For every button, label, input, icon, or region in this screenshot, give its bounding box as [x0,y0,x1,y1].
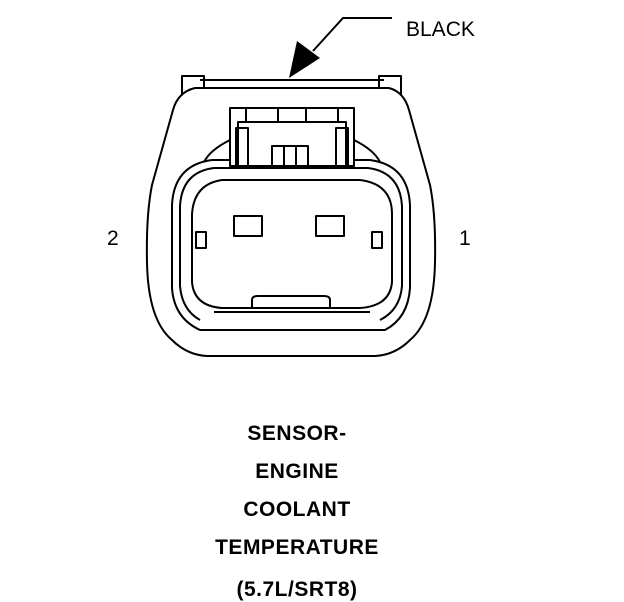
latch-side-right [353,139,381,163]
terminal-cavity-1 [315,215,345,237]
pin-label-1: 1 [459,227,471,250]
caption-line-1: SENSOR- [247,422,347,445]
terminal-cavity-2 [233,215,263,237]
callout-leader-line [312,17,392,52]
connector-housing [145,75,437,357]
caption-line-4: TEMPERATURE [215,536,379,559]
inner-shroud [171,159,411,331]
color-label: BLACK [406,18,475,41]
callout-arrowhead [289,41,320,78]
inner-shroud-edge-left [179,167,215,321]
side-key-right [371,231,383,249]
inner-shroud-edge [214,167,403,321]
latch-window [271,145,309,167]
polarizing-notch [251,295,331,308]
latch-post-right [335,127,349,167]
caption-line-5: (5.7L/SRT8) [236,578,358,601]
mating-face [191,179,393,309]
latch-side-left [203,139,231,163]
pin-label-2: 2 [107,227,119,250]
side-key-left [195,231,207,249]
caption-line-2: ENGINE [255,460,339,483]
caption-line-3: COOLANT [243,498,351,521]
latch-post-left [235,127,249,167]
color-callout [289,17,392,78]
